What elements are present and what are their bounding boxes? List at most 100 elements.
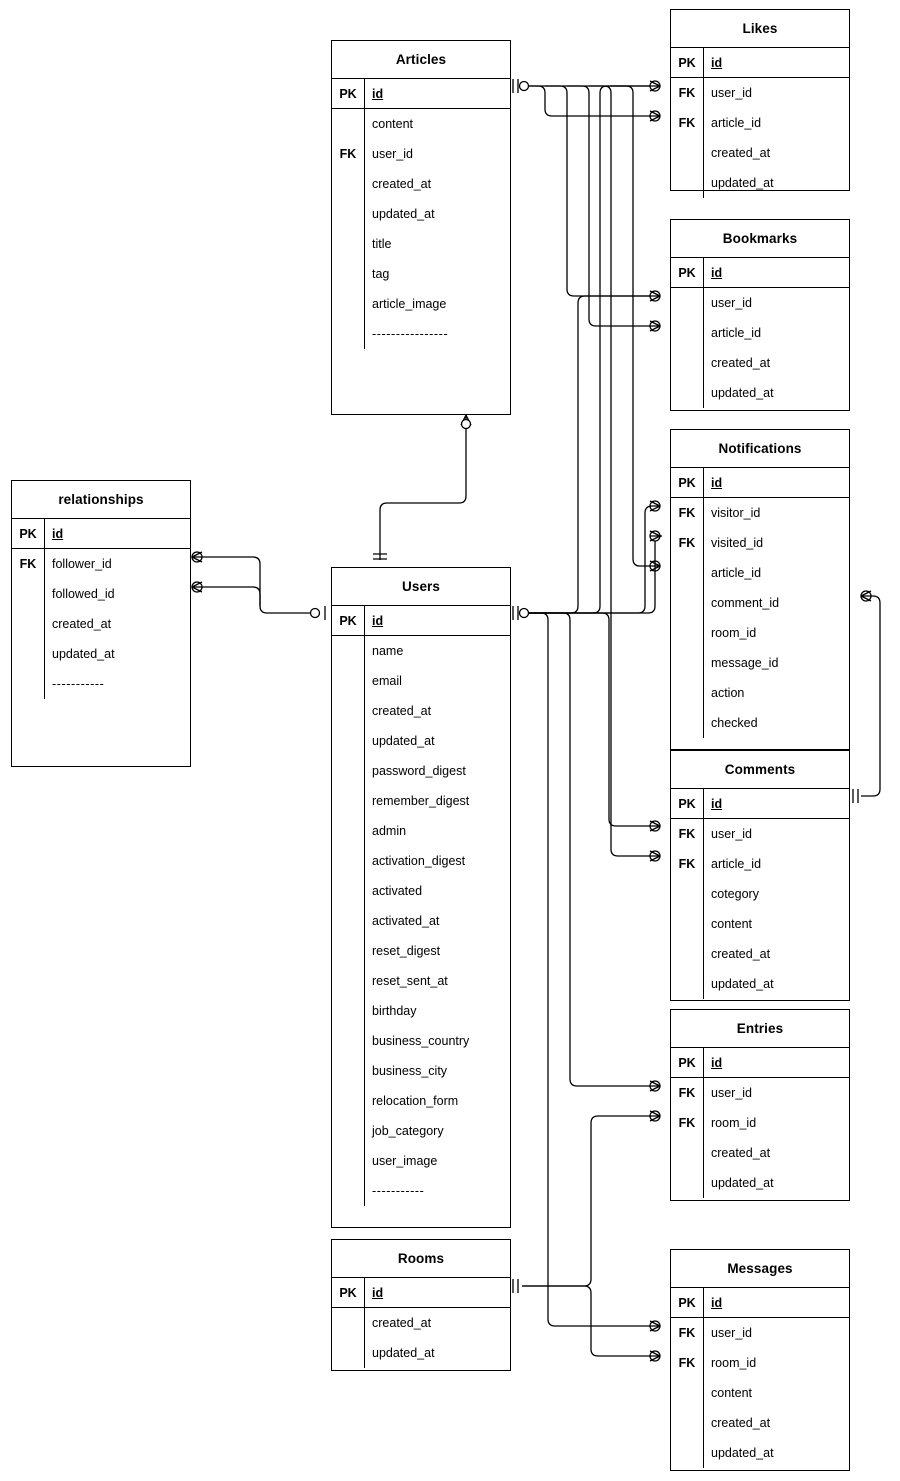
- field-name: updated_at: [711, 1446, 774, 1460]
- field-row: updated_at: [671, 969, 849, 999]
- field-name: ----------------: [372, 327, 449, 341]
- fk-badge: FK: [339, 147, 357, 161]
- field-column-divider: [364, 636, 365, 1206]
- field-row: updated_at: [332, 199, 510, 229]
- field-row: action: [671, 678, 849, 708]
- entity-title-likes: Likes: [671, 10, 849, 48]
- entity-title-notifications: Notifications: [671, 430, 849, 468]
- field-name: reset_sent_at: [372, 974, 448, 988]
- entity-title-messages: Messages: [671, 1250, 849, 1288]
- key-column-divider: [703, 48, 704, 78]
- wire-rooms-messages-room: [522, 1285, 660, 1357]
- field-name: user_image: [372, 1154, 438, 1168]
- field-name: activated: [372, 884, 423, 898]
- key-column-divider: [364, 606, 365, 636]
- pk-badge: PK: [339, 87, 357, 101]
- field-name: reset_digest: [372, 944, 441, 958]
- field-name: updated_at: [711, 1176, 774, 1190]
- wire-articles-likes-article: [522, 85, 660, 117]
- field-row: room_id: [671, 618, 849, 648]
- field-name: remember_digest: [372, 794, 470, 808]
- field-row: updated_at: [12, 639, 190, 669]
- field-row: -----------: [12, 669, 190, 699]
- fk-badge: FK: [678, 1086, 696, 1100]
- field-column-divider: [44, 549, 45, 699]
- entity-title-relationships: relationships: [12, 481, 190, 519]
- field-row: created_at: [671, 1138, 849, 1168]
- wire-users-bookmarks-user: [522, 295, 650, 614]
- field-name: article_id: [711, 566, 762, 580]
- pk-field-name: id: [52, 527, 64, 541]
- field-row: article_image: [332, 289, 510, 319]
- field-name: password_digest: [372, 764, 466, 778]
- key-column-divider: [703, 789, 704, 819]
- field-name: relocation_form: [372, 1094, 459, 1108]
- field-column-divider: [364, 1308, 365, 1368]
- field-name: content: [372, 117, 414, 131]
- wire-users-entries-user: [522, 612, 660, 1087]
- field-row: checked: [671, 708, 849, 738]
- field-column-divider: [703, 1318, 704, 1468]
- field-name: created_at: [372, 1316, 432, 1330]
- field-row: content: [671, 1378, 849, 1408]
- pk-field-name: id: [711, 266, 723, 280]
- wire-users-comments-user: [522, 612, 660, 827]
- field-row: updated_at: [671, 168, 849, 198]
- field-column-divider: [703, 288, 704, 408]
- field-name: tag: [372, 267, 390, 281]
- field-row: created_at: [332, 696, 510, 726]
- wire-users-likes-user: [522, 85, 650, 614]
- pk-badge: PK: [19, 527, 37, 541]
- wire-users-messages-user: [522, 612, 660, 1327]
- field-name: visited_id: [711, 536, 764, 550]
- pk-badge: PK: [678, 1296, 696, 1310]
- field-name: action: [711, 686, 745, 700]
- field-name: user_id: [711, 86, 752, 100]
- field-name: activated_at: [372, 914, 440, 928]
- field-row: reset_sent_at: [332, 966, 510, 996]
- key-column-divider: [364, 1278, 365, 1308]
- field-name: created_at: [52, 617, 112, 631]
- field-name: checked: [711, 716, 758, 730]
- field-column-divider: [703, 78, 704, 198]
- wire-relationships-follower-users: [202, 556, 310, 614]
- field-name: followed_id: [52, 587, 115, 601]
- entity-title-bookmarks: Bookmarks: [671, 220, 849, 258]
- pk-field-name: id: [711, 56, 723, 70]
- pk-badge: PK: [678, 1056, 696, 1070]
- pk-field-name: id: [711, 797, 723, 811]
- key-column-divider: [364, 79, 365, 109]
- field-row: created_at: [332, 169, 510, 199]
- field-name: created_at: [372, 704, 432, 718]
- wire-rooms-entries-room: [522, 1115, 660, 1287]
- field-row: admin: [332, 816, 510, 846]
- pk-field-name: id: [372, 87, 384, 101]
- primary-key-row-relationships: PK id: [12, 519, 190, 549]
- field-name: business_country: [372, 1034, 470, 1048]
- field-column-divider: [703, 498, 704, 738]
- field-row: password_digest: [332, 756, 510, 786]
- field-name: user_id: [711, 1326, 752, 1340]
- fk-badge: FK: [678, 86, 696, 100]
- field-row: reset_digest: [332, 936, 510, 966]
